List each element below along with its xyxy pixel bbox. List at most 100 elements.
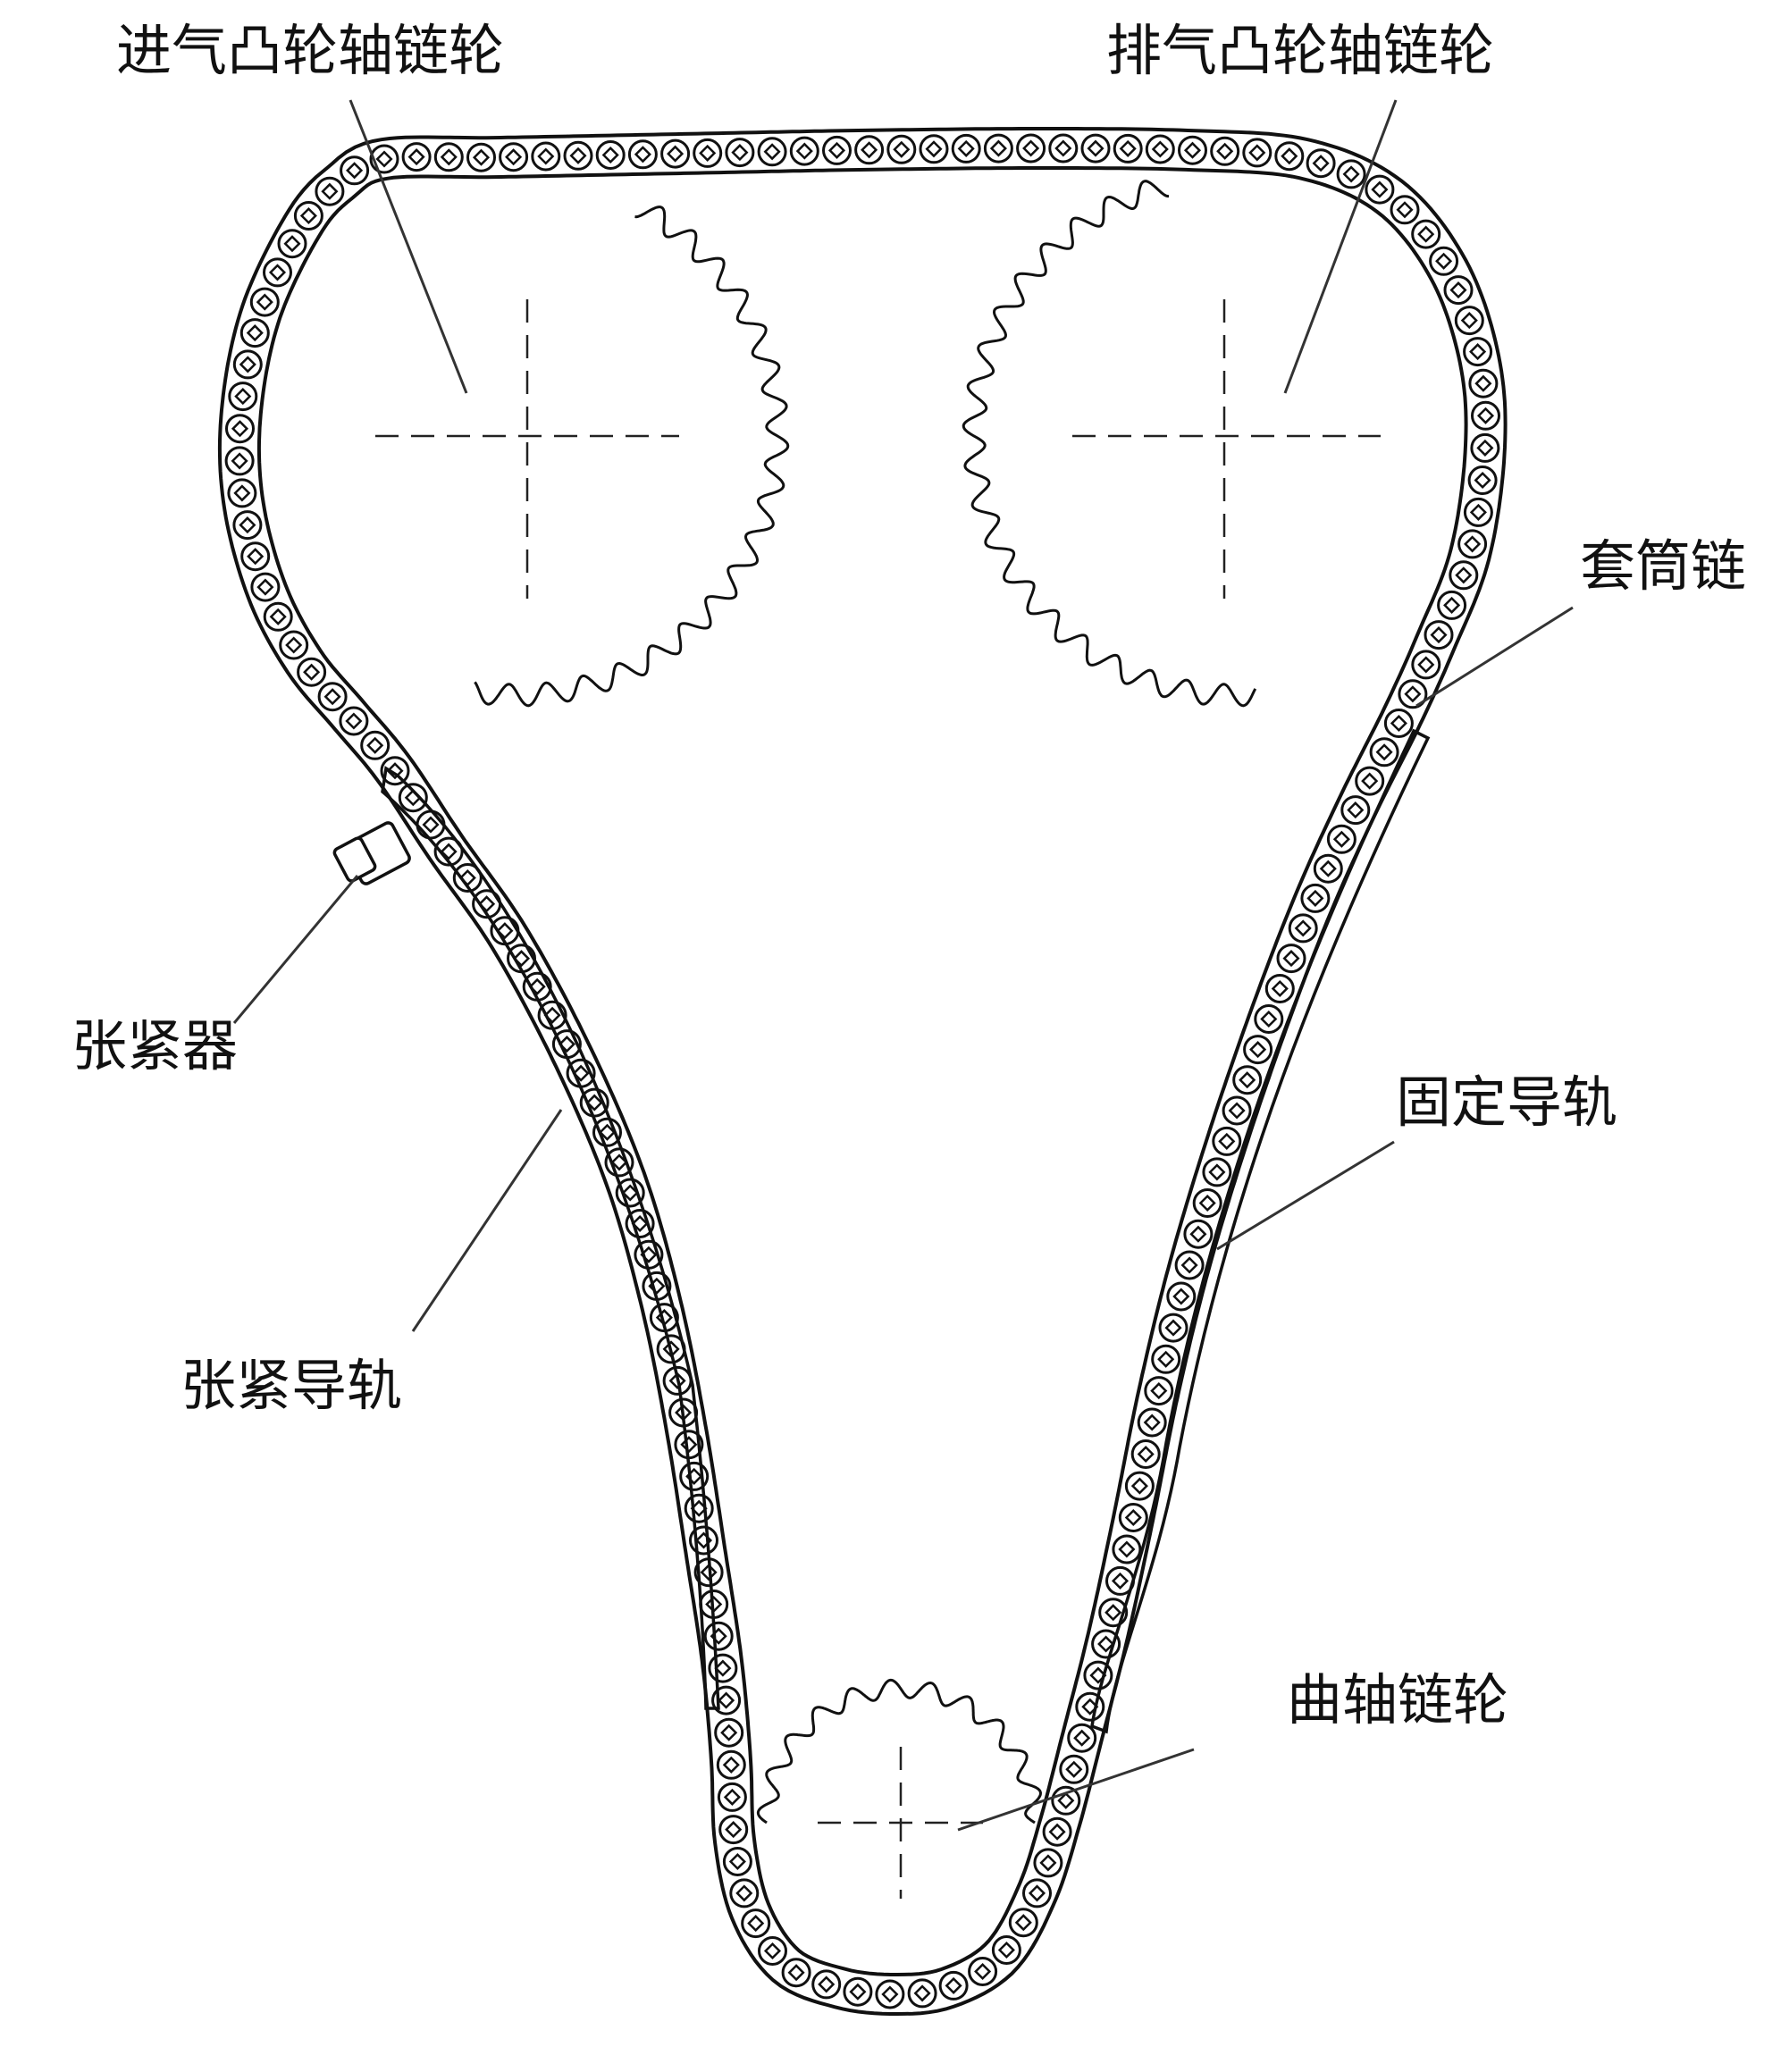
chain-roller [1183, 1219, 1214, 1249]
label-tensioner: 张紧器 [71, 1013, 238, 1078]
chain-pin [723, 1788, 741, 1806]
chain-roller [1158, 1313, 1188, 1343]
chain-pin [1180, 1256, 1198, 1274]
chain-pin [818, 1976, 836, 1993]
chain-roller [563, 140, 593, 171]
chain-roller [249, 287, 280, 317]
chain-roller [369, 144, 399, 174]
chain-roller [1098, 1598, 1129, 1628]
label-exhaust-camshaft-sprocket: 排气凸轮轴链轮 [1106, 18, 1494, 83]
chain-roller [1424, 620, 1454, 650]
chain-roller [1340, 795, 1371, 826]
chain-roller [758, 1936, 787, 1966]
chain-pin [239, 356, 256, 373]
chain-roller [1369, 737, 1399, 768]
chain-pin [422, 816, 440, 834]
chain-pin [1460, 312, 1478, 330]
chain-pin [1087, 139, 1104, 157]
chain-roller [360, 730, 391, 760]
chain-roller [660, 138, 691, 169]
chain-pin [268, 264, 287, 281]
leader-tensioner [232, 875, 359, 1024]
chain-roller [579, 1087, 609, 1118]
chain-pin [763, 143, 781, 161]
chain-pin [601, 146, 619, 164]
chain-roller [1300, 883, 1331, 913]
chain-pin [1282, 950, 1300, 968]
chain-roller [224, 446, 255, 476]
chain-roller [711, 1685, 742, 1715]
chain-roller [693, 138, 723, 168]
chain-pin [1361, 772, 1379, 790]
chain-roller [1112, 1534, 1142, 1564]
chain-pin [1172, 1288, 1190, 1305]
chain-pin [1271, 979, 1289, 998]
chain-roller [757, 137, 787, 167]
chain-roller [1276, 944, 1306, 974]
chain-roller [674, 1430, 704, 1460]
chain-roller [315, 176, 345, 206]
chain-pin [1014, 1914, 1032, 1932]
chain-pin [346, 162, 364, 180]
chain-roller [416, 810, 446, 840]
chain-pin [1260, 1010, 1278, 1028]
chain-roller [1390, 195, 1420, 225]
crank-sprocket-teeth [756, 1678, 1043, 1825]
chain-roller [227, 478, 257, 508]
chain-pin [621, 1184, 639, 1202]
chain-roller [398, 783, 428, 813]
chain-pin [1306, 889, 1324, 907]
chain-roller [1471, 400, 1500, 431]
chain-roller [1091, 1629, 1121, 1659]
chain-pin [558, 1036, 575, 1053]
bushing-chain [217, 127, 1508, 2016]
chain-pin [407, 148, 425, 166]
chain-pin [1239, 1071, 1256, 1089]
chain-pin [345, 712, 363, 730]
chain-pin [1198, 1194, 1216, 1212]
chain-roller [717, 1782, 747, 1812]
chain-roller [1105, 1565, 1135, 1596]
chain-pin [569, 147, 587, 164]
chain-roller [1313, 853, 1343, 884]
chain-roller [1178, 135, 1207, 165]
chain-pin [694, 1531, 713, 1549]
chain-roller [277, 229, 307, 259]
chain-pin [700, 1564, 718, 1581]
chain-roller [662, 1365, 693, 1396]
chain-roller [297, 657, 327, 687]
label-bushing-chain: 套筒链 [1580, 533, 1746, 599]
chain-pin [1183, 141, 1202, 159]
chain-roller [1042, 1816, 1072, 1847]
chain-pin [404, 789, 422, 807]
chain-pin [246, 324, 264, 342]
chain-roller [490, 916, 520, 946]
chain-pin [640, 1246, 658, 1263]
chain-roller [499, 142, 529, 172]
chain-pin [1208, 1163, 1226, 1181]
chain-roller [1470, 432, 1500, 463]
chain-roller [1051, 1785, 1081, 1816]
chain-pin [247, 548, 265, 566]
chain-roller [789, 136, 819, 166]
chain-pin [827, 141, 846, 159]
chain-roller [1232, 1065, 1263, 1095]
leader-exhaust-sprocket [1283, 99, 1398, 394]
chain-pin [505, 148, 523, 166]
chain-roller [1145, 134, 1175, 164]
chain-roller [339, 706, 369, 736]
chain-pin [1057, 1791, 1075, 1809]
chain-pin [668, 1372, 686, 1389]
chain-pin [1028, 1884, 1046, 1902]
chain-roller [1118, 1503, 1148, 1532]
chain-roller [951, 133, 981, 164]
chain-roller [919, 134, 949, 164]
chain-rollers [224, 133, 1500, 2009]
chain-roller [1202, 1157, 1232, 1187]
chain-roller [232, 349, 263, 380]
chain-pin [1390, 714, 1407, 733]
chain-pin [231, 420, 249, 438]
chain-pin [675, 1404, 693, 1422]
chain-pin [321, 182, 339, 200]
chain-roller [615, 1178, 645, 1208]
